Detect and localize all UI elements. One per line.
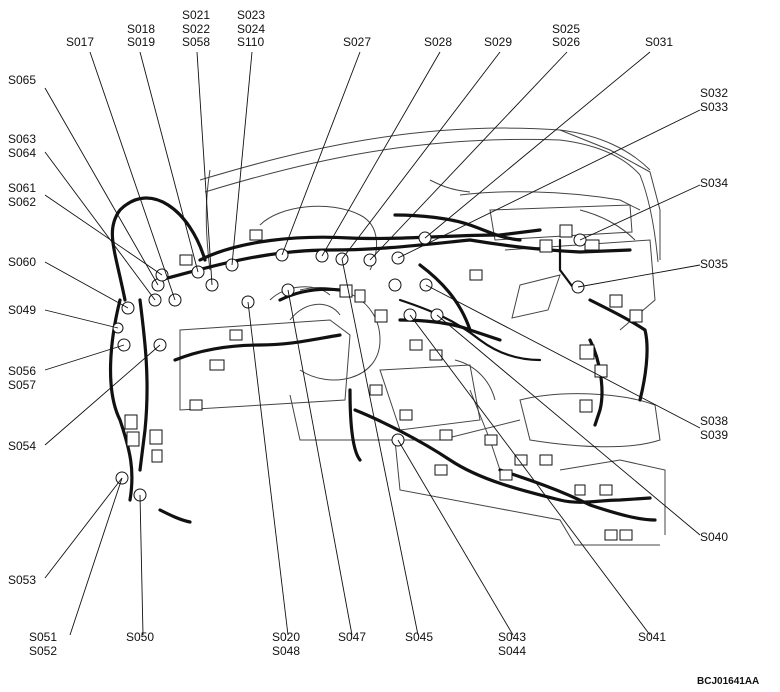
label-s025: S025 (552, 22, 580, 36)
label-s056: S056 (8, 364, 36, 378)
label-s062: S062 (8, 195, 36, 209)
label-s024: S024 (237, 22, 265, 36)
figure-code: BCJ01641AA (697, 676, 759, 687)
label-s029: S029 (484, 35, 512, 49)
label-s057: S057 (8, 378, 36, 392)
callout-labels: S017 S018 S019 S021 S022 S058 S023 S024 … (8, 8, 759, 687)
label-s040: S040 (700, 530, 728, 544)
label-s039: S039 (700, 428, 728, 442)
label-s048: S048 (272, 644, 300, 658)
connectors (124, 224, 643, 541)
label-s058: S058 (182, 35, 210, 49)
splice-points (112, 231, 587, 502)
label-s061: S061 (8, 181, 36, 195)
label-s038: S038 (700, 414, 728, 428)
label-s034: S034 (700, 176, 728, 190)
label-s021: S021 (182, 8, 210, 22)
label-s027: S027 (343, 35, 371, 49)
label-s032: S032 (700, 86, 728, 100)
leader-lines (44, 51, 701, 636)
label-s064: S064 (8, 146, 36, 160)
label-s033: S033 (700, 100, 728, 114)
label-s110: S110 (237, 35, 264, 49)
label-s020: S020 (272, 630, 300, 644)
label-s031: S031 (645, 35, 673, 49)
label-s045: S045 (405, 630, 433, 644)
label-s053: S053 (8, 573, 36, 587)
label-s041: S041 (638, 630, 666, 644)
label-s050: S050 (126, 630, 154, 644)
label-s026: S026 (552, 35, 580, 49)
label-s065: S065 (8, 73, 36, 87)
label-s043: S043 (498, 630, 526, 644)
label-s054: S054 (8, 439, 36, 453)
label-s022: S022 (182, 22, 210, 36)
label-s017: S017 (66, 35, 94, 49)
label-s063: S063 (8, 132, 36, 146)
label-s044: S044 (498, 644, 526, 658)
label-s060: S060 (8, 255, 36, 269)
label-s051: S051 (29, 630, 57, 644)
dashboard-outline (179, 127, 666, 546)
label-s018: S018 (127, 22, 155, 36)
label-s028: S028 (424, 35, 452, 49)
label-s047: S047 (338, 630, 366, 644)
label-s035: S035 (700, 257, 728, 271)
label-s023: S023 (237, 8, 265, 22)
label-s019: S019 (127, 35, 155, 49)
label-s049: S049 (8, 303, 36, 317)
wiring-harness (108, 196, 657, 524)
label-s052: S052 (29, 644, 57, 658)
